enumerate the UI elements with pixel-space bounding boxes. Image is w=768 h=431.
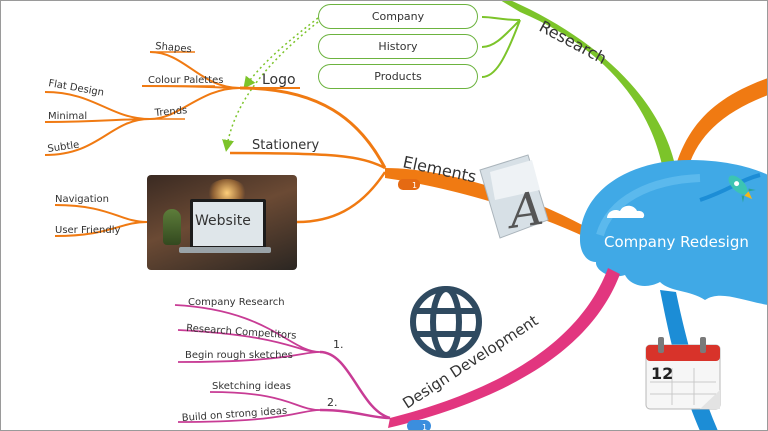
research-label[interactable]: Research (536, 17, 610, 68)
website-connector (296, 171, 387, 224)
shapes-label[interactable]: Shapes (155, 41, 192, 55)
orange-branch-top-right[interactable] (676, 78, 768, 168)
group-2-label[interactable]: 2. (327, 396, 338, 409)
minimal-label[interactable]: Minimal (48, 111, 87, 122)
subtle-label[interactable]: Subtle (47, 140, 80, 155)
dev-group-connectors (319, 350, 391, 420)
logo-label[interactable]: Logo (262, 72, 296, 88)
website-label[interactable]: Website (195, 213, 251, 229)
laptop-screen (190, 199, 266, 249)
dev-group1-connectors (174, 304, 321, 363)
globe-icon (410, 286, 482, 358)
research-item-history[interactable]: History (318, 34, 478, 59)
research-item-products[interactable]: Products (318, 64, 478, 89)
trends-children-connectors (44, 91, 151, 156)
user-friendly-label[interactable]: User Friendly (55, 225, 121, 236)
laptop-base (179, 247, 271, 253)
website-image-node[interactable]: Website (147, 175, 297, 270)
dotted-link-stationery (222, 21, 319, 152)
begin-rough-sketches-label[interactable]: Begin rough sketches (185, 350, 293, 361)
company-research-label[interactable]: Company Research (188, 297, 285, 308)
central-topic-highlight (596, 174, 701, 237)
calendar-day: 12 (651, 364, 673, 383)
design-development-badge-count: 1 (422, 423, 427, 431)
research-connectors (481, 16, 521, 78)
research-competitors-label[interactable]: Research Competitors (186, 323, 297, 342)
research-branch[interactable] (500, 0, 675, 165)
dotted-link-logo (243, 17, 319, 89)
navigation-label[interactable]: Navigation (55, 194, 109, 205)
dev-group2-connectors (177, 391, 321, 423)
elements-badge[interactable] (398, 179, 420, 190)
logo-connector (239, 86, 387, 169)
logo-children-underlines (142, 51, 215, 120)
elements-badge-count: 1 (412, 181, 417, 190)
cloud-shape (607, 205, 645, 218)
stationery-connector (229, 151, 386, 170)
elements-branch[interactable] (385, 168, 600, 244)
trends-label[interactable]: Trends (153, 105, 187, 119)
plant-shape (163, 209, 181, 245)
research-item-company[interactable]: Company (318, 4, 478, 29)
stationery-label[interactable]: Stationery (252, 138, 320, 153)
central-topic-label[interactable]: Company Redesign (604, 233, 749, 251)
sketching-ideas-label[interactable]: Sketching ideas (212, 381, 291, 392)
font-document-icon: A (479, 154, 549, 239)
group-1-label[interactable]: 1. (333, 338, 344, 351)
colour-palettes-label[interactable]: Colour Palettes (148, 75, 223, 86)
rocket-icon (728, 175, 756, 203)
calendar-icon: 12 (645, 337, 721, 410)
design-development-badge[interactable] (407, 420, 431, 431)
website-children-connectors (54, 204, 148, 237)
